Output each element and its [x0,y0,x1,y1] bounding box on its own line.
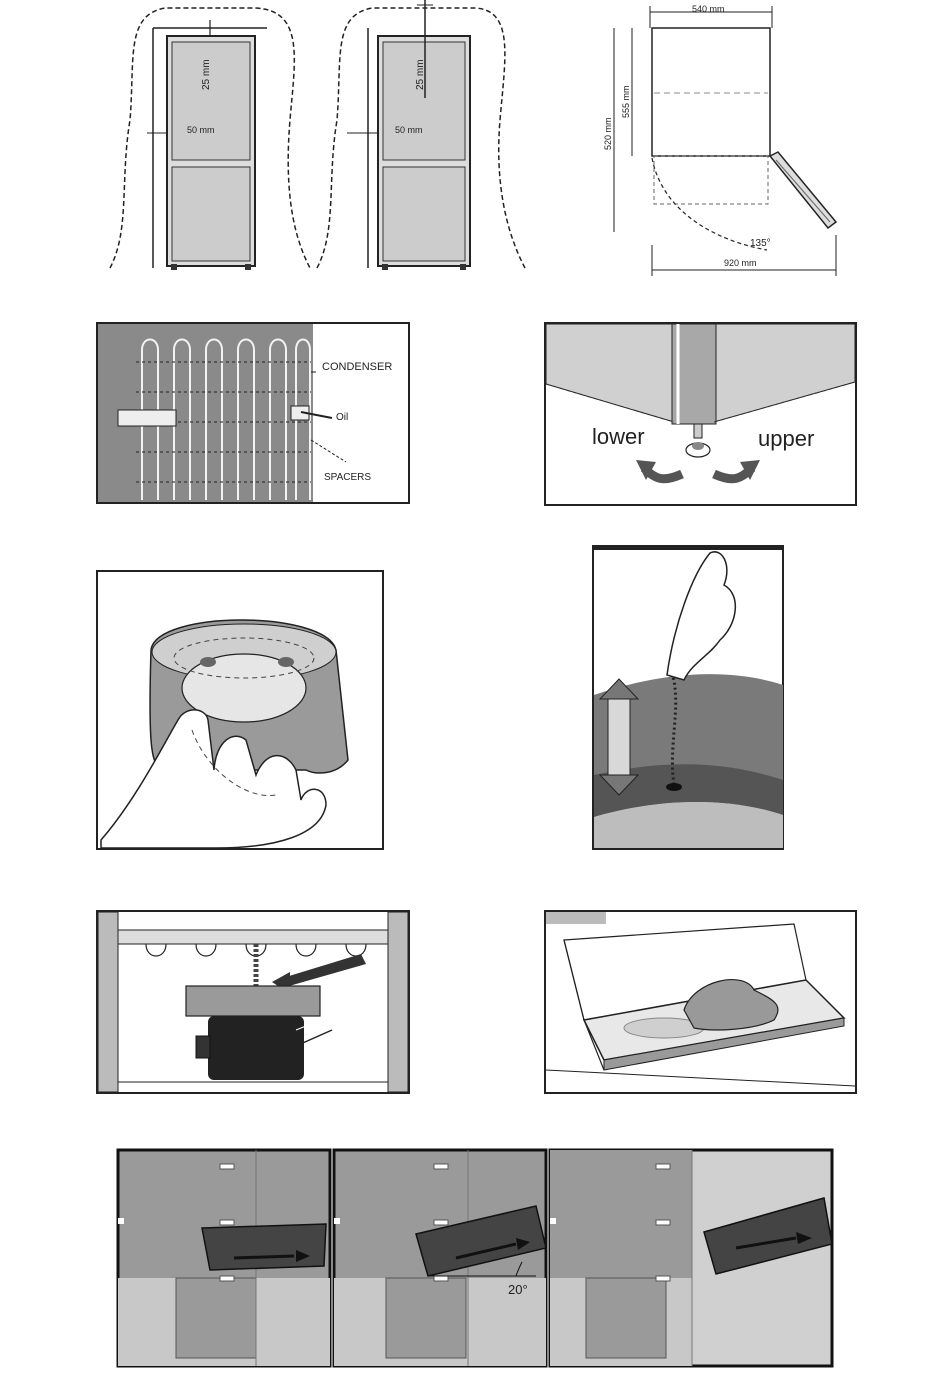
wiping-shelf [544,910,857,1094]
door-swing-diagram: 540 mm 555 mm 520 mm 135° 920 mm [592,0,847,280]
evaporator-tray-diagram [96,910,410,1094]
evaporator-tray [186,986,320,1016]
angle-label: 135° [750,238,771,249]
tilt-angle-label: 20° [508,1282,528,1297]
panel-step-2: 20° [334,1150,546,1366]
panel-step-3 [550,1150,832,1366]
light-cover-removal [96,570,384,850]
depth-inner-label: 555 mm [621,85,631,118]
side-clearance-label-left: 50 mm [187,125,215,135]
width-label: 540 mm [692,4,725,14]
tray-slide-sequence: 20° [116,1148,834,1368]
spacer-left [118,410,176,426]
door-open-depth-label: 920 mm [724,258,757,268]
drain-cleaning [592,545,784,850]
tray [202,1224,326,1270]
condenser-diagram: CONDENSER Oil SPACERS [96,322,410,504]
leveling-feet-diagram: lower upper [544,322,857,506]
open-door [770,152,836,228]
condenser-label: CONDENSER [322,361,392,373]
spacers-label: SPACERS [324,472,371,483]
side-clearance-label-right: 50 mm [395,125,423,135]
depth-outer-label: 520 mm [603,117,613,150]
lower-label: lower [592,424,645,449]
top-clearance-label-right: 25 mm [415,59,426,90]
upper-label: upper [758,426,814,451]
clearance-diagram: 25 mm 50 mm 25 mm 50 mm [105,0,530,275]
fridge-top-view [652,28,770,156]
top-clearance-label-left: 25 mm [201,59,212,90]
panel-step-1 [118,1150,330,1366]
compressor [208,1016,304,1080]
oil-label: Oil [336,412,348,423]
